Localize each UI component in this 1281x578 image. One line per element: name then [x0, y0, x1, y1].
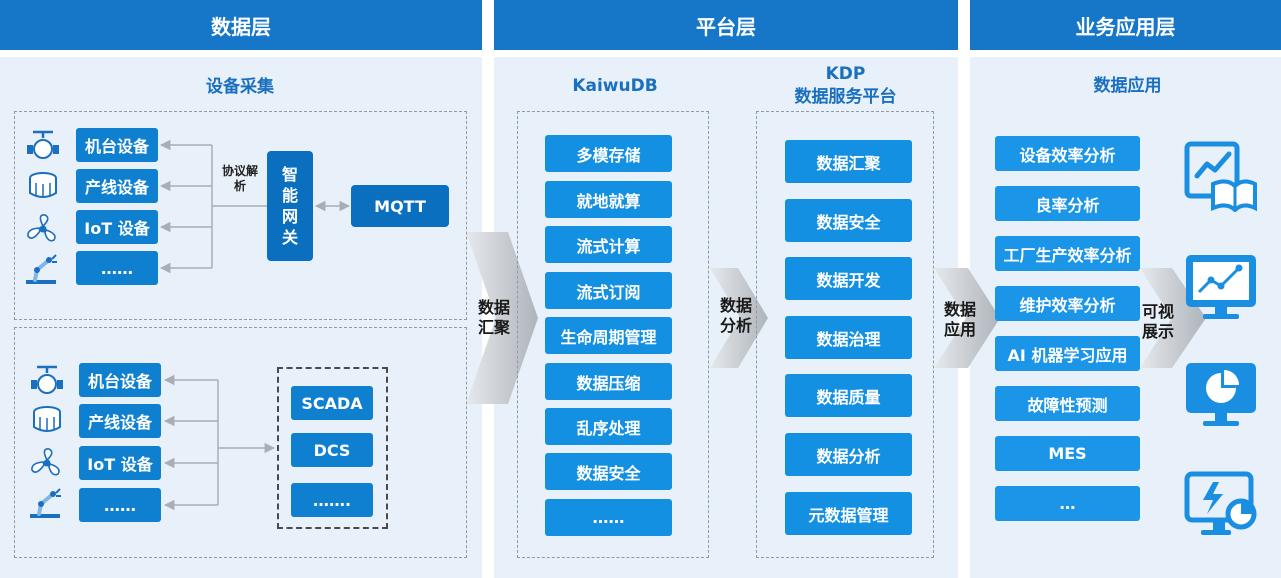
kdp-title-line1: KDP: [825, 64, 866, 84]
device-group-1: [14, 111, 467, 320]
business-item: 设备效率分析: [995, 136, 1140, 171]
business-item: AI 机器学习应用: [995, 336, 1140, 371]
pie-chart-monitor-icon: [1186, 363, 1256, 426]
business-item: 故障性预测: [995, 386, 1140, 421]
aggregate-label: 数据汇聚: [477, 298, 510, 337]
kdp-item: 数据汇聚: [785, 140, 912, 183]
kdp-item: 数据开发: [785, 257, 912, 300]
kaiwudb-item: 数据压缩: [545, 363, 672, 400]
device-collection-title: 设备采集: [206, 77, 274, 97]
kdp-item: 元数据管理: [785, 492, 912, 535]
drum-icon: [33, 406, 61, 432]
system-group: [277, 367, 388, 529]
chart-book-icon: [1184, 141, 1257, 212]
business-item: 维护效率分析: [995, 286, 1140, 321]
fan-icon: [27, 214, 56, 242]
business-layer-header: 业务应用层: [970, 0, 1281, 50]
g1-device-more: ……: [76, 251, 158, 285]
dcs-box: DCS: [291, 433, 373, 467]
g2-device-iot: IoT 设备: [79, 446, 161, 480]
robot-arm-icon: [30, 488, 61, 518]
kaiwudb-panel: [517, 111, 709, 558]
valve-icon: [27, 130, 59, 159]
device-group-2: [14, 327, 467, 558]
valve-icon: [31, 365, 63, 394]
g1-device-iot: IoT 设备: [76, 210, 158, 244]
mqtt-box: MQTT: [351, 185, 449, 227]
data-application-title: 数据应用: [1093, 76, 1162, 96]
robot-arm-icon: [26, 254, 57, 284]
kdp-item: 数据治理: [785, 316, 912, 359]
g1-device-machine: 机台设备: [76, 128, 158, 162]
kaiwudb-item: ……: [545, 499, 672, 536]
system-more-box: …….: [291, 483, 373, 517]
fan-icon: [31, 448, 60, 476]
kaiwudb-item: 多模存储: [545, 135, 672, 172]
apply-label: 数据应用: [943, 300, 976, 339]
display-label: 可视展示: [1141, 302, 1174, 341]
platform-layer-header: 平台层: [494, 0, 958, 50]
smart-gateway-box: 智能网关: [267, 151, 313, 261]
data-layer-header: 数据层: [0, 0, 482, 50]
kaiwudb-item: 数据安全: [545, 453, 672, 490]
analyze-label: 数据分析: [719, 296, 752, 335]
business-item: MES: [995, 436, 1140, 471]
g2-device-machine: 机台设备: [79, 363, 161, 397]
kdp-item: 数据质量: [785, 374, 912, 417]
business-item: …: [995, 486, 1140, 521]
kdp-item: 数据分析: [785, 433, 912, 476]
protocol-parse-label: 协议解析: [222, 164, 259, 193]
g2-device-line: 产线设备: [79, 404, 161, 438]
business-item: 良率分析: [995, 186, 1140, 221]
line-chart-monitor-icon: [1186, 255, 1256, 319]
g2-device-more: ……: [79, 488, 161, 522]
kaiwudb-title: KaiwuDB: [572, 76, 658, 96]
apply-arrow: [934, 268, 1000, 368]
scada-box: SCADA: [291, 386, 373, 420]
kaiwudb-item: 就地就算: [545, 181, 672, 218]
kaiwudb-item: 流式订阅: [545, 272, 672, 309]
kaiwudb-item: 生命周期管理: [545, 317, 672, 354]
drum-icon: [29, 172, 57, 198]
kdp-panel: [756, 111, 934, 558]
kdp-title-line2: 数据服务平台: [794, 87, 897, 107]
g1-device-line: 产线设备: [76, 169, 158, 203]
kaiwudb-item: 流式计算: [545, 226, 672, 263]
power-monitor-icon: [1184, 471, 1257, 535]
business-item: 工厂生产效率分析: [995, 236, 1140, 271]
kdp-item: 数据安全: [785, 199, 912, 242]
aggregate-arrow: [466, 232, 538, 404]
display-arrow: [1140, 268, 1206, 368]
kaiwudb-item: 乱序处理: [545, 408, 672, 445]
